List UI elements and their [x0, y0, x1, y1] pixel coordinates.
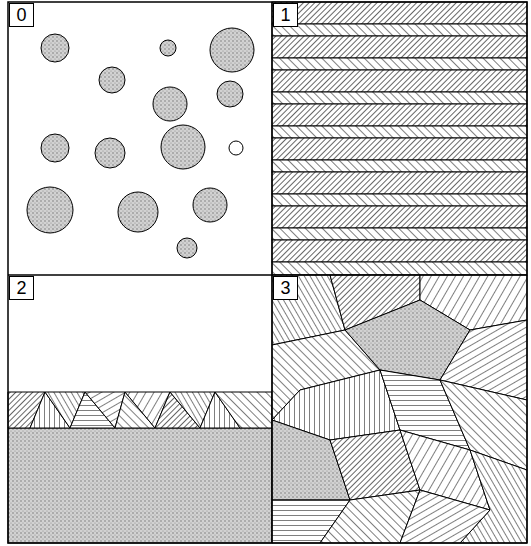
- panel-frame: [8, 2, 527, 543]
- panel-number: 1: [280, 6, 290, 24]
- panel-number-box: 2: [9, 276, 34, 300]
- panel-number: 0: [16, 6, 26, 24]
- panel-number-box: 3: [273, 276, 298, 300]
- grain-polygons: [272, 275, 527, 543]
- panel-number-box: 0: [9, 3, 34, 27]
- panel-number: 3: [280, 279, 290, 297]
- particle-circles: [27, 28, 254, 258]
- panel-number: 2: [16, 279, 26, 297]
- layered-bands: [272, 2, 527, 275]
- panel-number-box: 1: [273, 3, 298, 27]
- thin-film-layer: [8, 392, 272, 543]
